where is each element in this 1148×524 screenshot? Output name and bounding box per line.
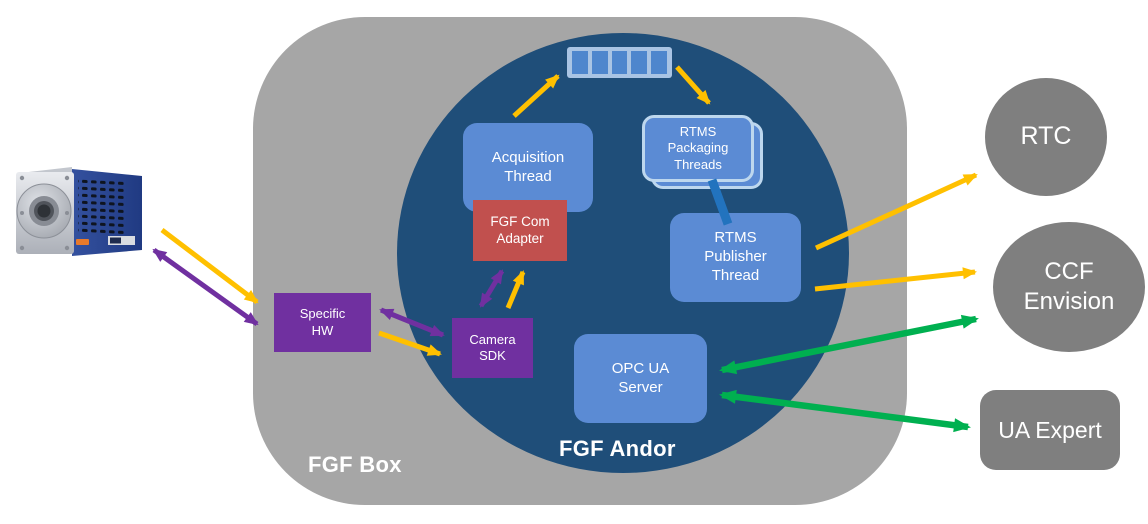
camera-sdk-label: Camera SDK	[469, 331, 516, 363]
node-rtms-packaging-threads: RTMS Packaging Threads	[642, 115, 754, 182]
rtms-publisher-thread-label: RTMS Publisher Thread	[704, 229, 767, 284]
external-ccf-envision: CCF Envision	[993, 222, 1145, 352]
external-rtc: RTC	[985, 78, 1107, 196]
queue-cell	[651, 51, 667, 74]
fgf-andor-label: FGF Andor	[559, 436, 676, 461]
specific-hw-label: Specific HW	[299, 306, 346, 338]
queue-cell	[611, 51, 628, 74]
camera-logo-badge	[76, 239, 89, 245]
acquisition-thread-label: Acquisition Thread	[491, 148, 565, 185]
node-fgf-com-adapter: FGF Com Adapter	[473, 200, 567, 261]
external-ua-expert: UA Expert	[980, 390, 1120, 470]
edge-camera-specific-hw-purple	[152, 247, 259, 327]
queue-cell	[631, 51, 648, 74]
rtc-label: RTC	[1020, 122, 1072, 151]
rtms-packaging-threads-label: RTMS Packaging Threads	[667, 124, 729, 172]
camera-vents	[78, 177, 124, 236]
frame-queue-icon	[567, 47, 672, 78]
opc-ua-server-label: OPC UA Server	[611, 359, 670, 396]
queue-cell	[572, 51, 588, 74]
node-specific-hw: Specific HW	[274, 293, 371, 352]
ua-expert-label: UA Expert	[998, 416, 1102, 443]
node-camera-sdk: Camera SDK	[452, 318, 533, 378]
edge-camera-to-specific-hw-yellow	[160, 228, 259, 304]
ccf-envision-label: CCF Envision	[1023, 258, 1115, 315]
node-rtms-publisher-thread: RTMS Publisher Thread	[670, 213, 801, 302]
node-opc-ua-server: OPC UA Server	[574, 334, 707, 423]
fgf-box-label: FGF Box	[308, 452, 402, 477]
camera-image	[16, 167, 142, 256]
node-acquisition-thread: Acquisition Thread	[463, 123, 593, 212]
fgf-com-adapter-label: FGF Com Adapter	[490, 213, 550, 246]
queue-cell	[591, 51, 608, 74]
